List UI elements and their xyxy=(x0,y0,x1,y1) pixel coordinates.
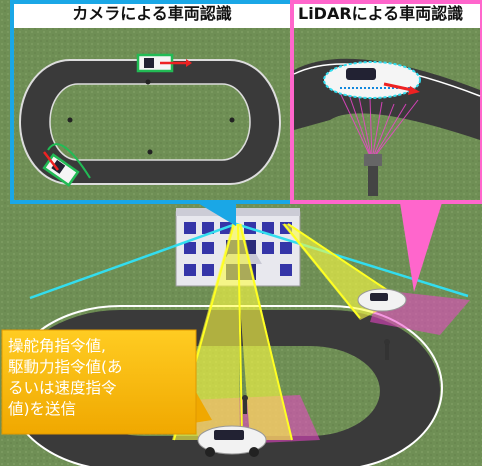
lidar-panel-vehicle xyxy=(323,61,421,99)
camera-panel-markers xyxy=(67,79,235,155)
camera-panel-vehicle-left xyxy=(42,143,91,187)
lidar-sensor-poles xyxy=(242,339,390,414)
camera-panel-track xyxy=(19,59,281,185)
vehicle-right xyxy=(357,288,407,312)
camera-panel xyxy=(10,0,294,204)
lidar-panel-sensor xyxy=(364,154,382,196)
lidar-panel-title: LiDARによる車両認識 xyxy=(298,4,464,23)
lidar-panel-pointer xyxy=(398,190,446,292)
camera-panel-vehicle-top xyxy=(136,53,192,73)
camera-panel-title: カメラによる車両認識 xyxy=(72,4,232,23)
lidar-panel xyxy=(290,0,482,204)
callout-box xyxy=(1,329,197,435)
callout-text: 操舵角指令値, 駆動力指令値(あ るいは速度指令 値)を送信 xyxy=(8,337,123,418)
vehicle-bottom xyxy=(197,425,267,457)
